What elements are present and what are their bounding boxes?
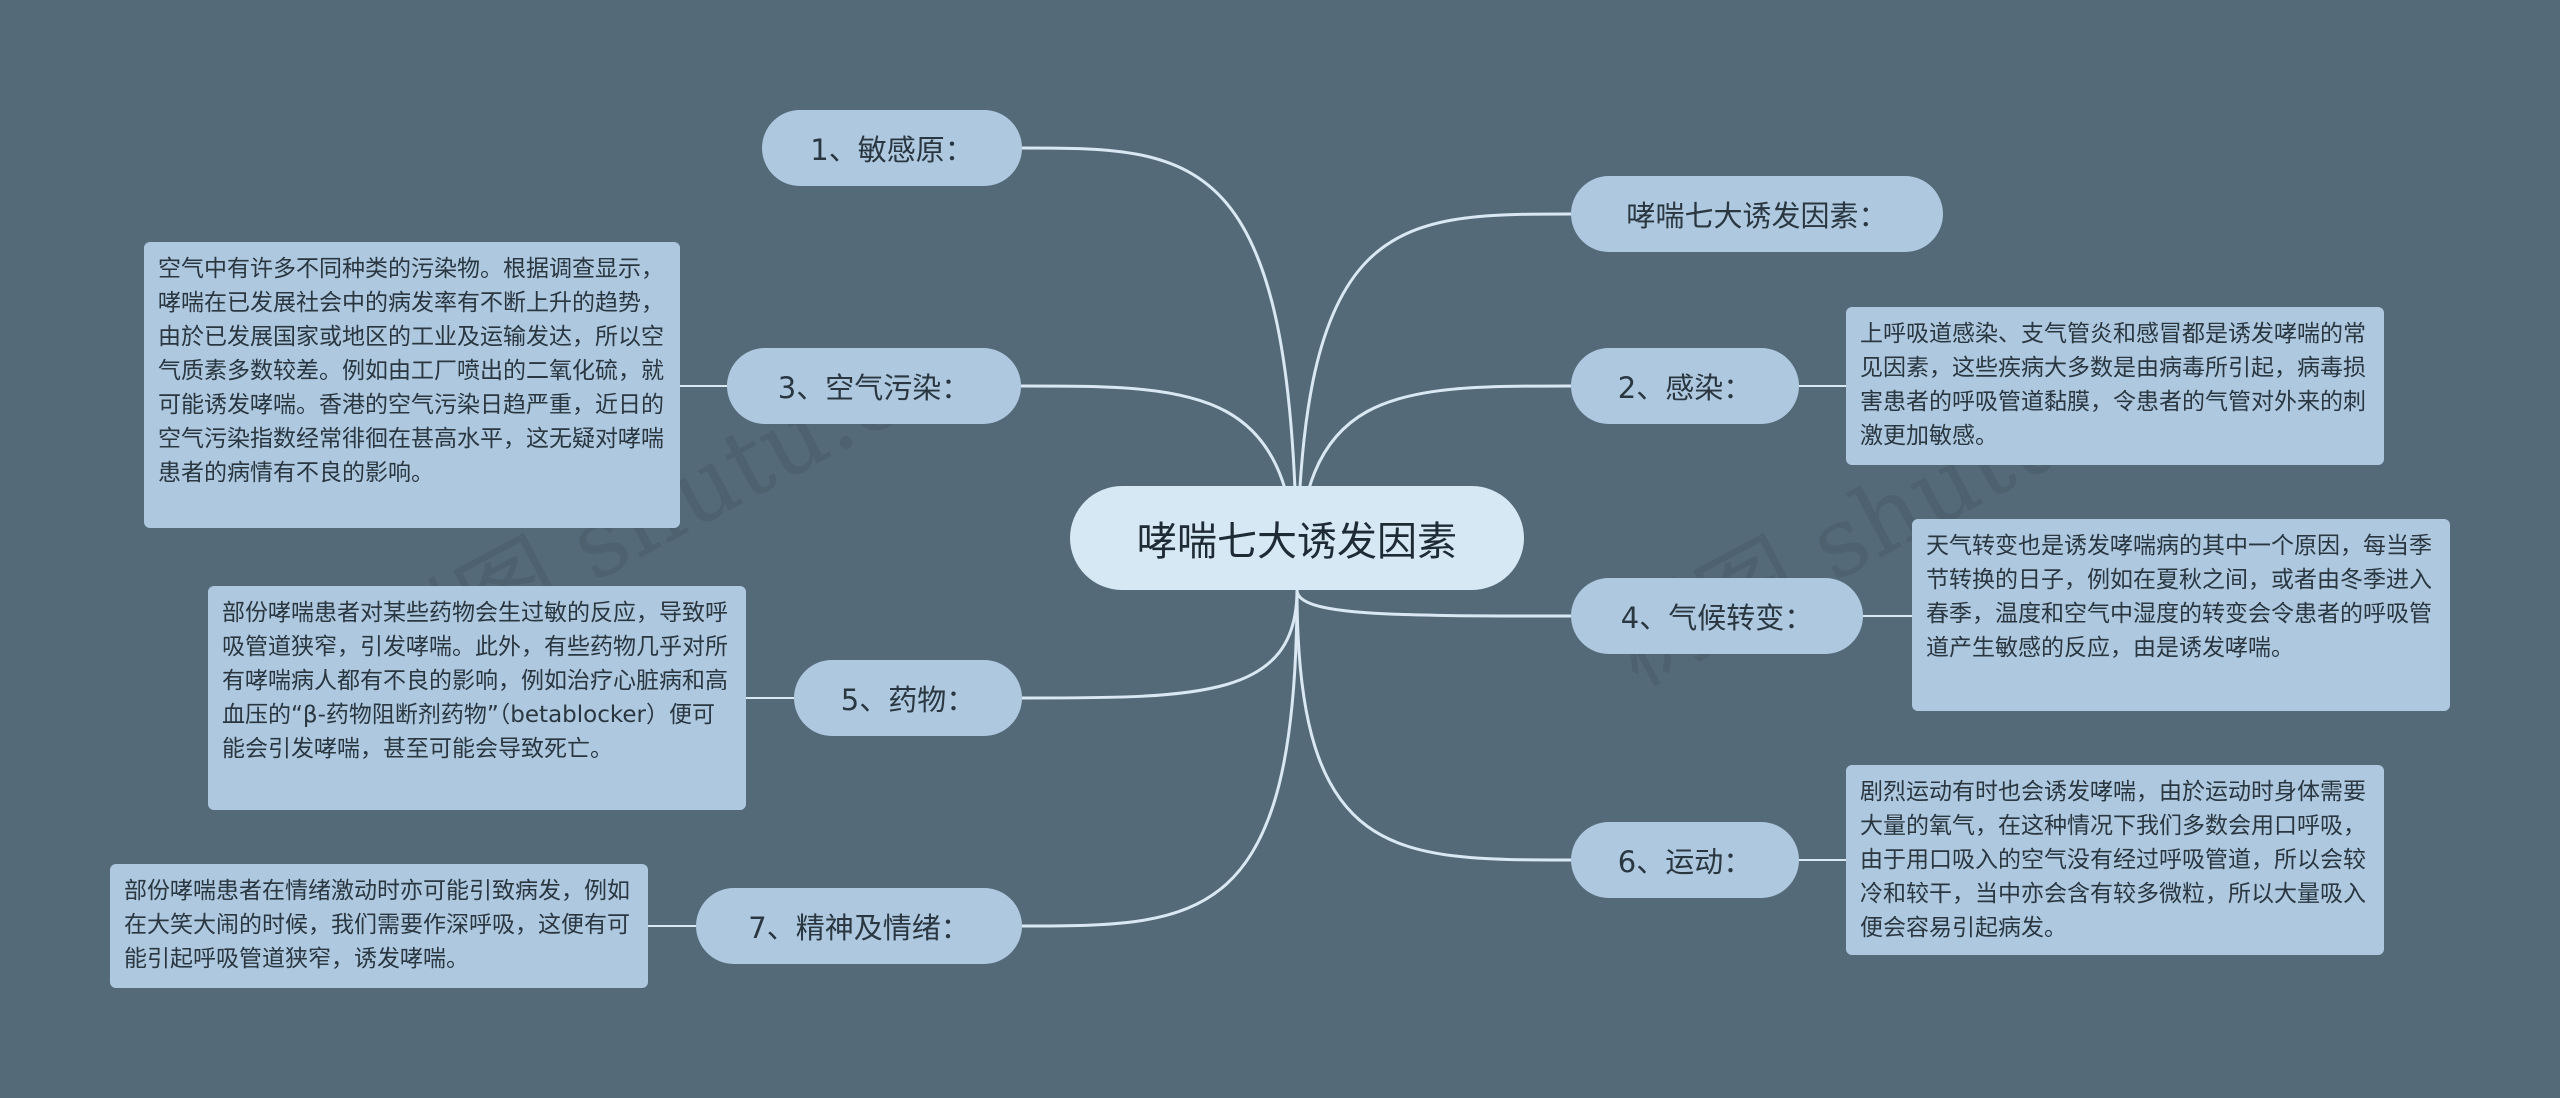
link-drug bbox=[1021, 589, 1299, 700]
branch-title-copy[interactable]: 哮喘七大诱发因素： bbox=[1571, 176, 1943, 252]
note-air-pollution: 空气中有许多不同种类的污染物。根据调查显示，哮喘在已发展社会中的病发率有不断上升… bbox=[144, 242, 680, 528]
branch-infection[interactable]: 2、感染： bbox=[1571, 348, 1799, 424]
branch-exercise[interactable]: 6、运动： bbox=[1571, 822, 1799, 898]
branch-emotion[interactable]: 7、精神及情绪： bbox=[696, 888, 1022, 964]
note-emotion: 部份哮喘患者在情绪激动时亦可能引致病发，例如在大笑大闹的时候，我们需要作深呼吸，… bbox=[110, 864, 648, 988]
note-exercise: 剧烈运动有时也会诱发哮喘，由於运动时身体需要大量的氧气，在这种情况下我们多数会用… bbox=[1846, 765, 2384, 955]
link-weather bbox=[1295, 589, 1572, 618]
link-emotion bbox=[1021, 589, 1299, 928]
link-exercise bbox=[1295, 589, 1572, 862]
note-infection: 上呼吸道感染、支气管炎和感冒都是诱发哮喘的常见因素，这些疾病大多数是由病毒所引起… bbox=[1846, 307, 2384, 465]
branch-sensitive[interactable]: 1、敏感原： bbox=[762, 110, 1022, 186]
branch-drug[interactable]: 5、药物： bbox=[794, 660, 1022, 736]
note-drug: 部份哮喘患者对某些药物会生过敏的反应，导致呼吸管道狭窄，引发哮喘。此外，有些药物… bbox=[208, 586, 746, 810]
note-weather: 天气转变也是诱发哮喘病的其中一个原因，每当季节转换的日子，例如在夏秋之间，或者由… bbox=[1912, 519, 2450, 711]
link-title-copy bbox=[1295, 212, 1572, 591]
branch-air-pollution[interactable]: 3、空气污染： bbox=[727, 348, 1021, 424]
link-sensitive bbox=[1021, 146, 1299, 591]
branch-weather[interactable]: 4、气候转变： bbox=[1571, 578, 1863, 654]
root-node[interactable]: 哮喘七大诱发因素 bbox=[1070, 486, 1524, 590]
